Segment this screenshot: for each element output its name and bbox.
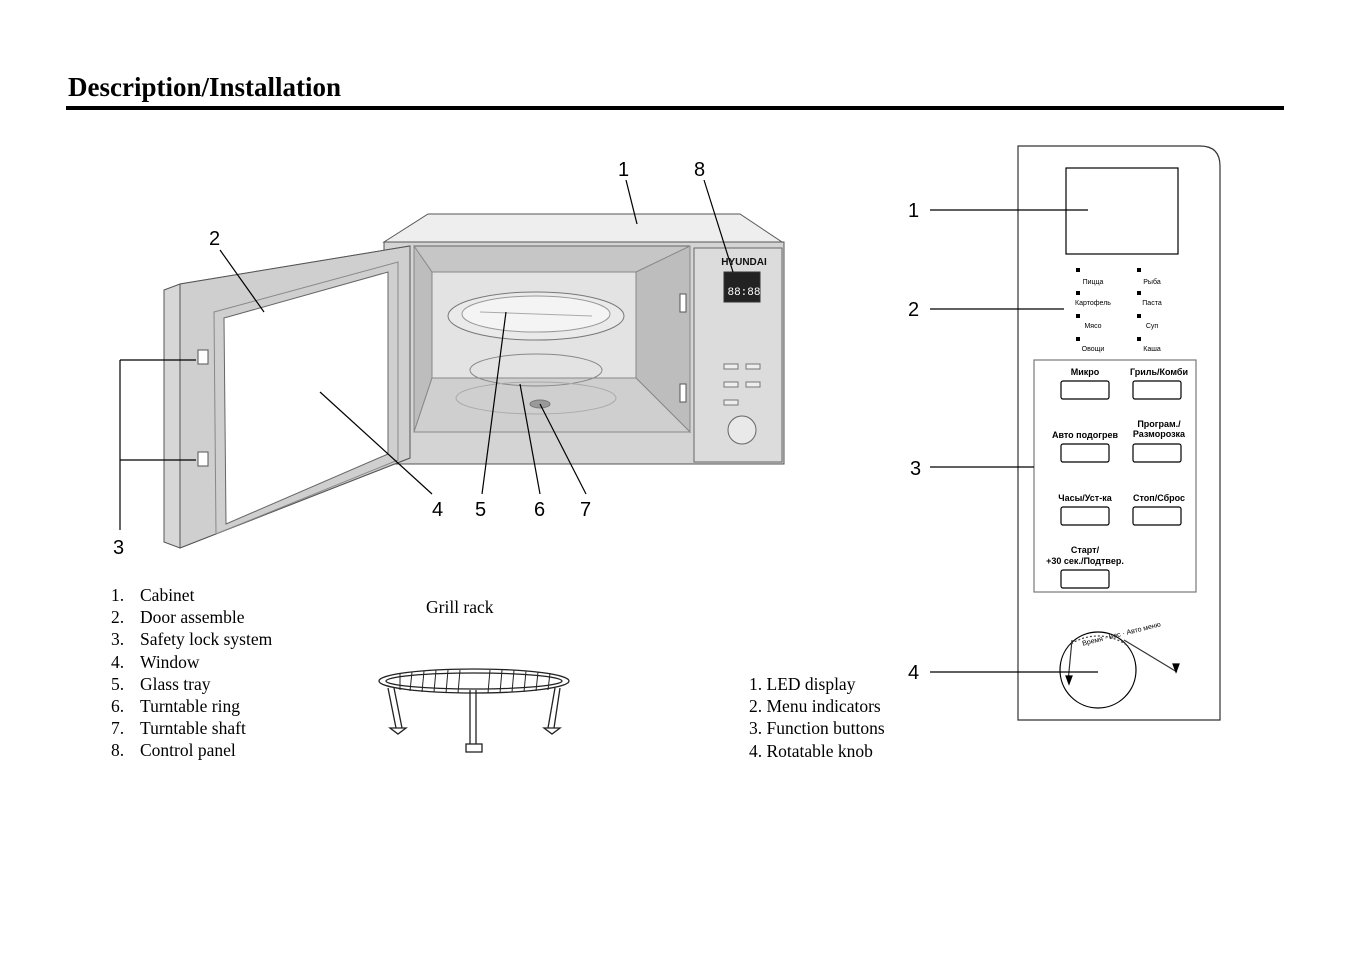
page-title: Description/Installation <box>68 72 342 102</box>
callout-7: 7 <box>580 499 591 521</box>
button-stop <box>1132 506 1182 526</box>
microwave-callouts: 1 2 3 4 5 6 7 8 <box>113 159 705 559</box>
button-micro <box>1060 380 1110 400</box>
label-start-1: Старт/ <box>1071 545 1100 555</box>
panel-callout-3: 3 <box>910 458 921 480</box>
indicator-pizza: Пицца <box>1083 279 1104 286</box>
indicator-soup: Суп <box>1146 323 1159 330</box>
label-micro: Микро <box>1071 367 1100 377</box>
control-panel-illustration <box>930 145 1221 721</box>
indicator-vegetables: Овощи <box>1082 346 1105 353</box>
label-clock: Часы/Уст-ка <box>1058 493 1112 503</box>
label-stop: Стоп/Сброс <box>1133 493 1185 503</box>
panel-callouts: 1 2 3 4 <box>908 200 921 684</box>
callout-2: 2 <box>209 228 220 250</box>
label-auto-reheat: Авто подогрев <box>1052 430 1118 440</box>
rotatable-knob <box>1059 631 1137 709</box>
label-start-2: +30 сек./Подтвер. <box>1046 556 1124 566</box>
led-display <box>1065 167 1179 255</box>
button-program <box>1132 443 1182 463</box>
list-item: 8.Control panel <box>111 740 236 761</box>
list-item: 1. LED display <box>749 674 856 694</box>
list-item: 1.Cabinet <box>111 585 195 605</box>
indicator-pasta: Паста <box>1142 300 1162 307</box>
panel-callout-4: 4 <box>908 662 919 684</box>
callout-8: 8 <box>694 159 705 181</box>
indicator-potato: Картофель <box>1075 300 1111 307</box>
panel-callout-1: 1 <box>908 200 919 222</box>
grill-rack-label: Grill rack <box>426 597 494 617</box>
list-item: 5.Glass tray <box>111 673 211 694</box>
list-item: 3.Safety lock system <box>111 629 273 650</box>
list-item: 7.Turntable shaft <box>111 718 246 739</box>
svg-text:88:88: 88:88 <box>727 287 760 299</box>
callout-5: 5 <box>475 499 486 521</box>
button-clock <box>1060 506 1110 526</box>
microwave-illustration: 88:88 <box>163 213 785 549</box>
panel-parts-list: 1. LED display 2. Menu indicators 3. Fun… <box>749 673 885 762</box>
parts-list: 1.Cabinet 2.Door assemble 3.Safety lock … <box>111 584 272 762</box>
indicator-fish: Рыба <box>1143 278 1161 286</box>
callout-1: 1 <box>618 159 629 181</box>
label-program-2: Разморозка <box>1133 429 1186 439</box>
grill-rack-illustration <box>378 668 570 753</box>
list-item: 2.Door assemble <box>111 607 245 628</box>
list-item: 3. Function buttons <box>749 718 885 739</box>
knob-label: Время · Вес · Авто меню <box>1082 621 1162 647</box>
button-auto-reheat <box>1060 443 1110 463</box>
button-grill-combi <box>1132 380 1182 400</box>
indicator-meat: Мясо <box>1084 323 1101 330</box>
list-item: 4.Window <box>111 651 200 672</box>
callout-6: 6 <box>534 499 545 521</box>
button-start <box>1060 569 1110 589</box>
indicator-porridge: Каша <box>1143 346 1161 353</box>
panel-callout-2: 2 <box>908 299 919 321</box>
label-grill-combi: Гриль/Комби <box>1130 367 1188 377</box>
microwave-leaders <box>119 179 734 530</box>
menu-indicators: Пицца Рыба Картофель Паста Мясо Суп Овощ… <box>1075 268 1162 353</box>
list-item: 6.Turntable ring <box>111 696 240 717</box>
label-program-1: Програм./ <box>1137 419 1181 429</box>
brand-label: HYUNDAI <box>721 257 767 268</box>
callout-3: 3 <box>113 537 124 559</box>
callout-4: 4 <box>432 499 443 521</box>
title-rule <box>66 106 1284 110</box>
list-item: 2. Menu indicators <box>749 696 881 717</box>
list-item: 4. Rotatable knob <box>749 740 873 761</box>
